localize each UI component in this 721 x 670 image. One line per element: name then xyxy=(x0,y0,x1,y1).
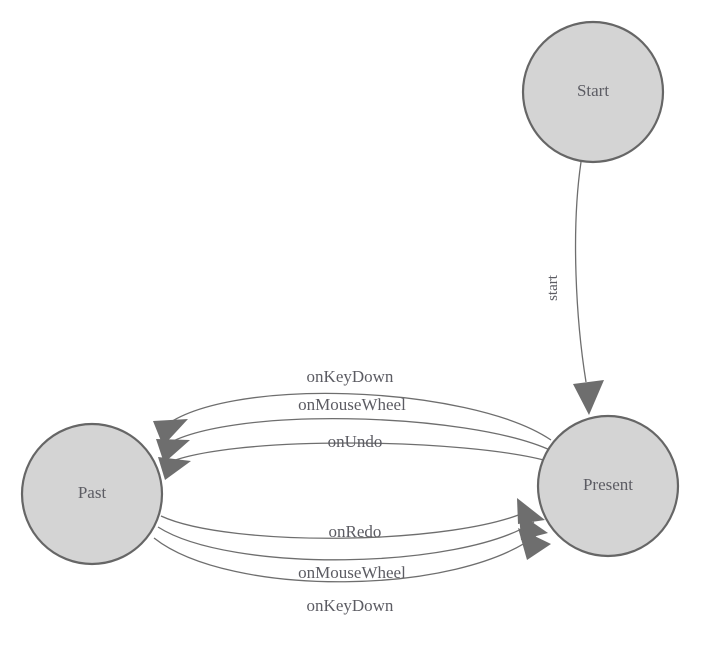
edge-past-to-present-onkeydown-path xyxy=(153,533,539,583)
edge-present-to-past-onmousewheel-arrowhead xyxy=(156,439,190,463)
edge-past-to-present-onredo-path xyxy=(160,509,531,539)
edge-start-to-present-arrowhead xyxy=(573,380,604,415)
edge-start-to-present[interactable]: start xyxy=(545,161,604,415)
edge-past-to-present-onmousewheel-path xyxy=(157,521,535,561)
edge-label-past-to-present-onredo: onRedo xyxy=(329,522,382,541)
edge-present-to-past-onundo-path xyxy=(160,442,552,467)
node-present-circle xyxy=(536,414,680,558)
edge-past-to-present-onkeydown-arrowhead xyxy=(518,528,551,560)
node-present-label: Present xyxy=(583,475,633,494)
edge-label-present-to-past-onmousewheel: onMouseWheel xyxy=(298,395,406,414)
edge-past-to-present-onkeydown[interactable]: onKeyDown xyxy=(153,528,551,615)
edge-start-to-present-path xyxy=(574,161,587,383)
node-past-label: Past xyxy=(78,483,107,502)
edge-label-present-to-past-onundo: onUndo xyxy=(328,432,383,451)
edge-present-to-past-onundo[interactable]: onUndo xyxy=(158,432,552,480)
edge-label-start: start xyxy=(545,274,561,301)
edge-present-to-past-onmousewheel[interactable]: onMouseWheel xyxy=(156,395,553,463)
edge-present-to-past-onkeydown-path xyxy=(159,392,552,441)
edge-label-past-to-present-onkeydown: onKeyDown xyxy=(307,596,394,615)
node-start-label: Start xyxy=(577,81,609,100)
node-start-circle xyxy=(521,20,665,164)
edge-label-present-to-past-onkeydown: onKeyDown xyxy=(307,367,394,386)
edge-present-to-past-onundo-arrowhead xyxy=(158,457,191,480)
edge-label-past-to-present-onmousewheel: onMouseWheel xyxy=(298,563,406,582)
node-past-circle xyxy=(20,422,164,566)
edge-present-to-past-onmousewheel-path xyxy=(160,417,553,452)
node-start[interactable]: Start xyxy=(521,20,665,164)
node-past[interactable]: Past xyxy=(20,422,164,566)
edge-past-to-present-onredo[interactable]: onRedo xyxy=(160,498,545,541)
node-present[interactable]: Present xyxy=(536,414,680,558)
